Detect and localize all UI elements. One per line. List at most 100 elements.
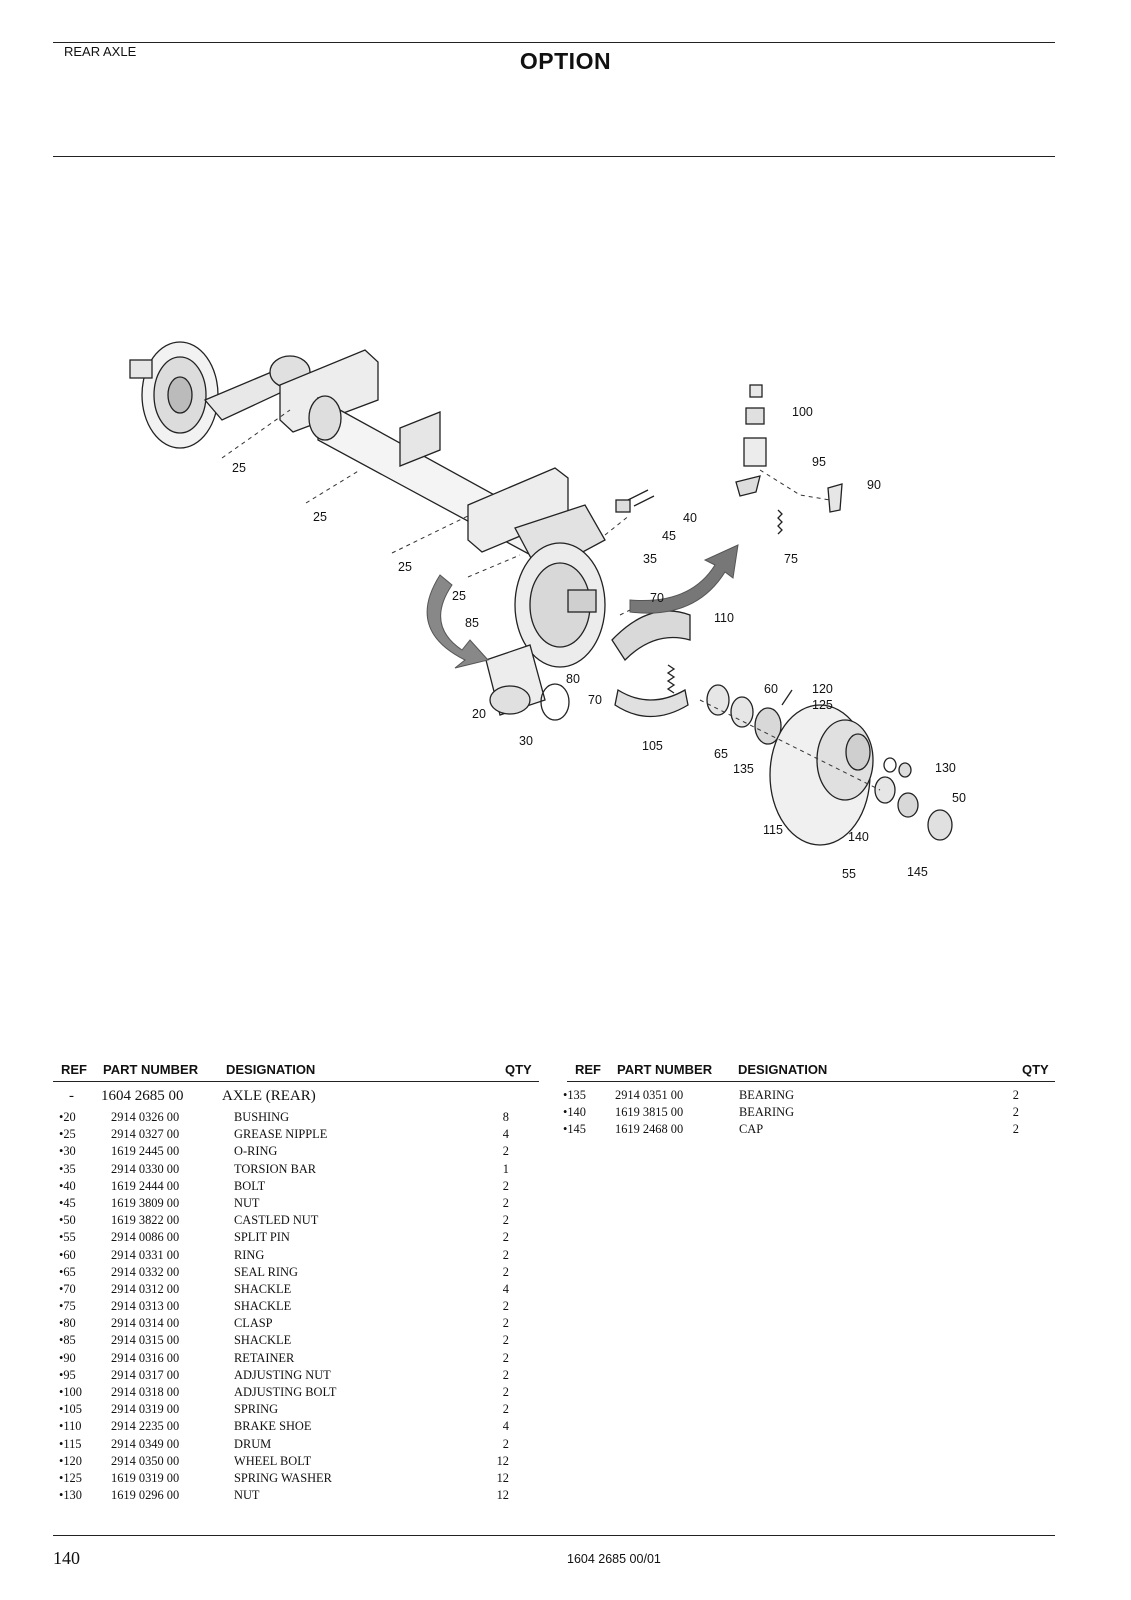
cell-qty: 2: [502, 1350, 509, 1365]
cell-qty: 12: [496, 1453, 509, 1468]
callout: 90: [867, 478, 881, 492]
cell-ref: •50: [59, 1213, 76, 1228]
callout: 40: [683, 511, 697, 525]
cell-qty: 2: [502, 1316, 509, 1331]
cell-designation: BEARING: [739, 1088, 795, 1102]
cell-ref: •65: [59, 1264, 76, 1279]
callout: 25: [232, 461, 246, 475]
cell-ref: •20: [59, 1110, 76, 1124]
cell-part: 1619 0319 00: [111, 1470, 180, 1485]
callout: 115: [763, 823, 783, 837]
cell-part: 1619 2444 00: [111, 1178, 180, 1193]
cell-qty: 1: [502, 1161, 509, 1176]
callout: 70: [650, 591, 664, 605]
cell-qty: 2: [502, 1178, 509, 1193]
cell-part: 2914 0314 00: [111, 1316, 180, 1331]
cell-part: 2914 0331 00: [111, 1247, 180, 1262]
cell-qty: 4: [502, 1127, 509, 1142]
col-qty: QTY: [1022, 1062, 1049, 1077]
page-title: OPTION: [519, 48, 612, 74]
cell-qty: 2: [502, 1385, 509, 1399]
cell-qty: 2: [502, 1264, 509, 1279]
cell-designation: SHACKLE: [234, 1299, 292, 1314]
callout: 75: [784, 552, 798, 566]
cell-qty: 8: [502, 1110, 509, 1124]
cell-designation: SEAL RING: [234, 1264, 298, 1279]
exploded-view-diagram: 25 25 25 25 85 20 30 80 70 105 35 70 110…: [129, 341, 966, 881]
cell-part: 1619 3815 00: [615, 1105, 684, 1120]
cell-ref: •55: [59, 1230, 76, 1245]
table-header: REF PART NUMBER DESIGNATION QTY: [53, 1060, 539, 1080]
callout: 95: [812, 455, 826, 469]
callout: 25: [452, 589, 466, 603]
cell-part: 2914 0313 00: [111, 1299, 180, 1314]
cell-designation: BEARING: [739, 1105, 795, 1120]
callout: 120: [812, 682, 833, 696]
parts-table-left: REF PART NUMBER DESIGNATION QTY -1604 26…: [53, 1060, 539, 1505]
cell-designation: O-RING: [234, 1144, 278, 1159]
cell-qty: 2: [502, 1213, 509, 1228]
callout: 55: [842, 867, 856, 881]
cell-part: 2914 0086 00: [111, 1230, 180, 1245]
cell-designation: TORSION BAR: [234, 1161, 317, 1176]
cell-ref: •115: [59, 1436, 82, 1451]
cell-part: 1619 2445 00: [111, 1144, 180, 1159]
cell-designation: NUT: [234, 1488, 260, 1503]
cell-designation: ADJUSTING NUT: [234, 1367, 331, 1382]
cell-qty: 4: [502, 1281, 509, 1296]
table-header: REF PART NUMBER DESIGNATION QTY: [567, 1060, 1055, 1080]
cell-designation: SPLIT PIN: [234, 1230, 290, 1245]
callout: 135: [733, 762, 754, 776]
cell-part: 2914 0332 00: [111, 1264, 180, 1279]
cell-designation: DRUM: [234, 1436, 272, 1451]
cell-ref: •90: [59, 1350, 76, 1365]
col-ref: REF: [61, 1062, 87, 1077]
cell-part: 1619 3809 00: [111, 1195, 180, 1210]
cell-part: 2914 0349 00: [111, 1436, 180, 1451]
cell-part: 2914 0326 00: [111, 1110, 180, 1124]
callout-labels: 25 25 25 25 85 20 30 80 70 105 35 70 110…: [232, 405, 966, 881]
axle-assembly-drawing: [129, 341, 953, 846]
document-number: 1604 2685 00/01: [567, 1552, 661, 1566]
callout: 145: [907, 865, 928, 879]
cell-qty: 2: [502, 1402, 509, 1417]
cell-designation: SHACKLE: [234, 1281, 292, 1296]
cell-part: 1619 0296 00: [111, 1488, 180, 1503]
cell-designation: ADJUSTING BOLT: [234, 1385, 337, 1399]
cell-designation: RING: [234, 1247, 265, 1262]
cell-ref: •130: [59, 1488, 82, 1503]
cell-ref: •105: [59, 1402, 82, 1417]
cell-part: 2914 0350 00: [111, 1453, 180, 1468]
page-number: 140: [53, 1548, 80, 1568]
table-header-rule: [53, 1081, 539, 1082]
callout: 20: [472, 707, 486, 721]
cell-designation: CAP: [739, 1122, 764, 1137]
col-ref: REF: [575, 1062, 601, 1077]
cell-designation: CASTLED NUT: [234, 1213, 319, 1228]
cell-ref: •125: [59, 1470, 82, 1485]
cell-ref: •85: [59, 1333, 76, 1348]
callout: 80: [566, 672, 580, 686]
callout: 125: [812, 698, 833, 712]
cell-part: 2914 0317 00: [111, 1367, 180, 1382]
col-designation: DESIGNATION: [226, 1062, 316, 1077]
cell-designation: WHEEL BOLT: [234, 1453, 312, 1468]
cell-ref: •110: [59, 1419, 82, 1434]
cell-designation: RETAINER: [234, 1350, 295, 1365]
cell-ref: •100: [59, 1385, 82, 1399]
cell-qty: 2: [502, 1367, 509, 1382]
cell-ref: •140: [563, 1105, 586, 1120]
